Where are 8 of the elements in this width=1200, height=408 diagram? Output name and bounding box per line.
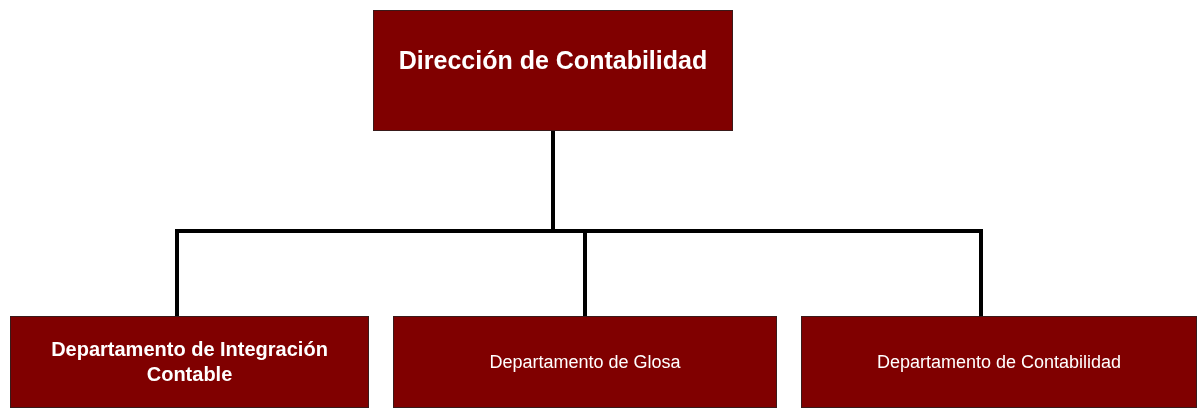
box-label: Dirección de Contabilidad [398,44,708,76]
org-box [801,316,1197,408]
org-box [10,316,369,408]
box-label: Departamento de Integración Contable [50,337,329,387]
org-box [373,10,733,131]
box-label: Departamento de Glosa [489,350,681,374]
box-label: Departamento de Contabilidad [876,350,1122,374]
org-box [393,316,777,408]
